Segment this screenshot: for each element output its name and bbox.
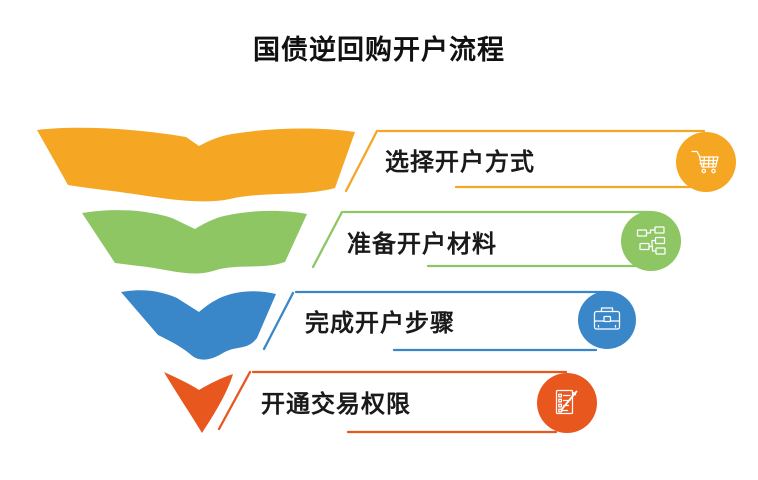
step-diagonal-line-1 (344, 129, 379, 193)
org-flowchart-icon (636, 226, 666, 255)
funnel-segment-2 (82, 210, 307, 274)
step-diagonal-line-4 (217, 370, 252, 431)
document-pen-icon (555, 389, 578, 415)
shopping-cart-icon (691, 150, 719, 174)
step-row-2 (82, 210, 681, 274)
step-label-3: 完成开户步骤 (305, 310, 455, 337)
funnel-segment-4 (164, 372, 233, 433)
step-icon-circle-3 (578, 291, 636, 349)
step-diagonal-line-3 (262, 291, 295, 351)
funnel-segment-3 (121, 290, 276, 360)
step-diagonal-line-2 (311, 210, 344, 269)
step-row-1 (37, 127, 736, 202)
step-label-4: 开通交易权限 (261, 391, 411, 418)
step-row-3 (121, 290, 636, 360)
step-label-1: 选择开户方式 (385, 149, 535, 176)
briefcase-icon (593, 307, 621, 330)
funnel-segment-1 (37, 127, 355, 202)
step-icon-circle-1 (676, 132, 736, 192)
page-title: 国债逆回购开户流程 (253, 35, 505, 65)
step-row-4 (164, 370, 597, 434)
step-label-2: 准备开户材料 (347, 231, 497, 258)
step-icon-circle-2 (621, 211, 681, 271)
